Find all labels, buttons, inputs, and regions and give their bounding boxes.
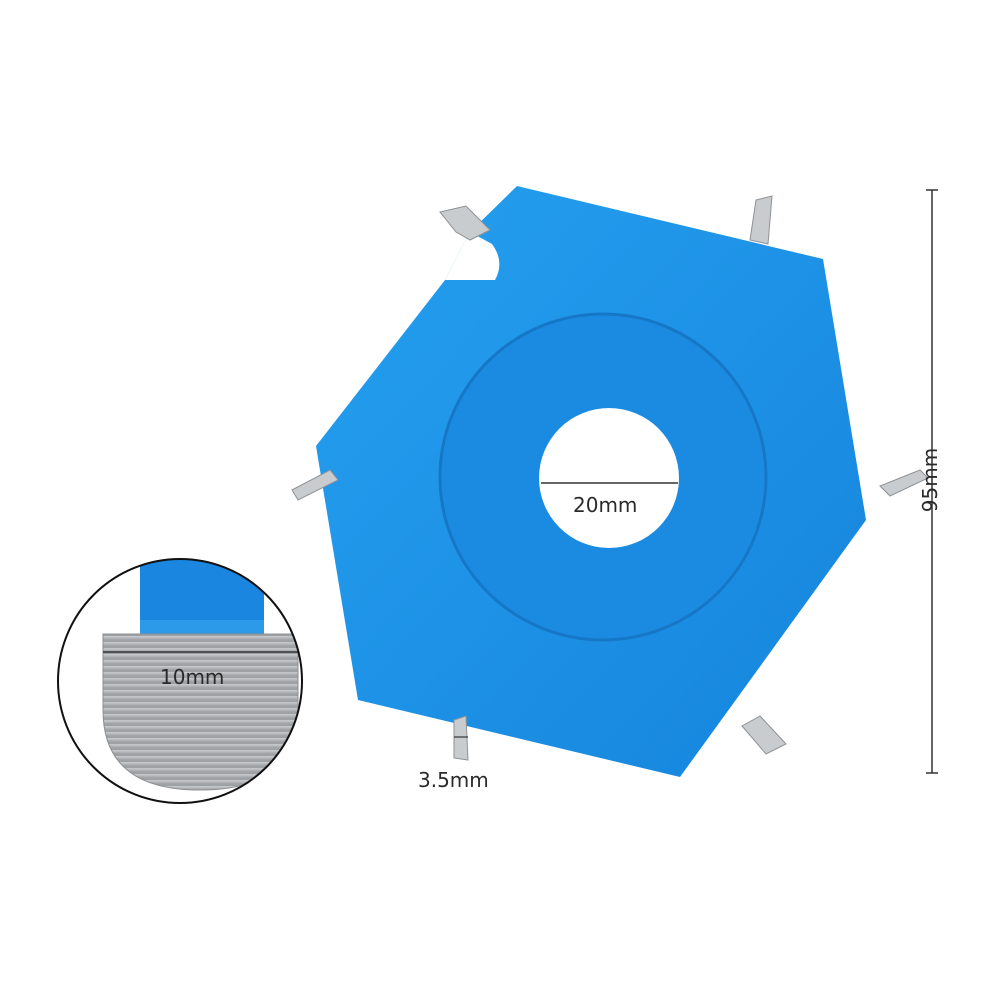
- closeup-carbide: [102, 633, 299, 791]
- carbide-tip-right: [879, 469, 929, 497]
- tooth-width-label: 10mm: [160, 665, 225, 689]
- notch-top: [445, 232, 500, 280]
- bore-hole: [539, 408, 679, 548]
- diameter-dimension: [926, 189, 938, 774]
- carbide-tip-top-left: [439, 205, 491, 241]
- carbide-tip-bottom-left: [453, 715, 469, 761]
- tooth-closeup: [57, 558, 303, 804]
- tooth-thickness-label: 3.5mm: [418, 768, 489, 792]
- bore-diameter-label: 20mm: [573, 493, 638, 517]
- outer-diameter-label: 95mm: [918, 447, 942, 513]
- carbide-tip-left: [291, 469, 339, 501]
- cutter-disc: [291, 186, 929, 777]
- carbide-tip-bottom-right: [741, 715, 787, 755]
- carbide-tip-top-right: [749, 195, 773, 245]
